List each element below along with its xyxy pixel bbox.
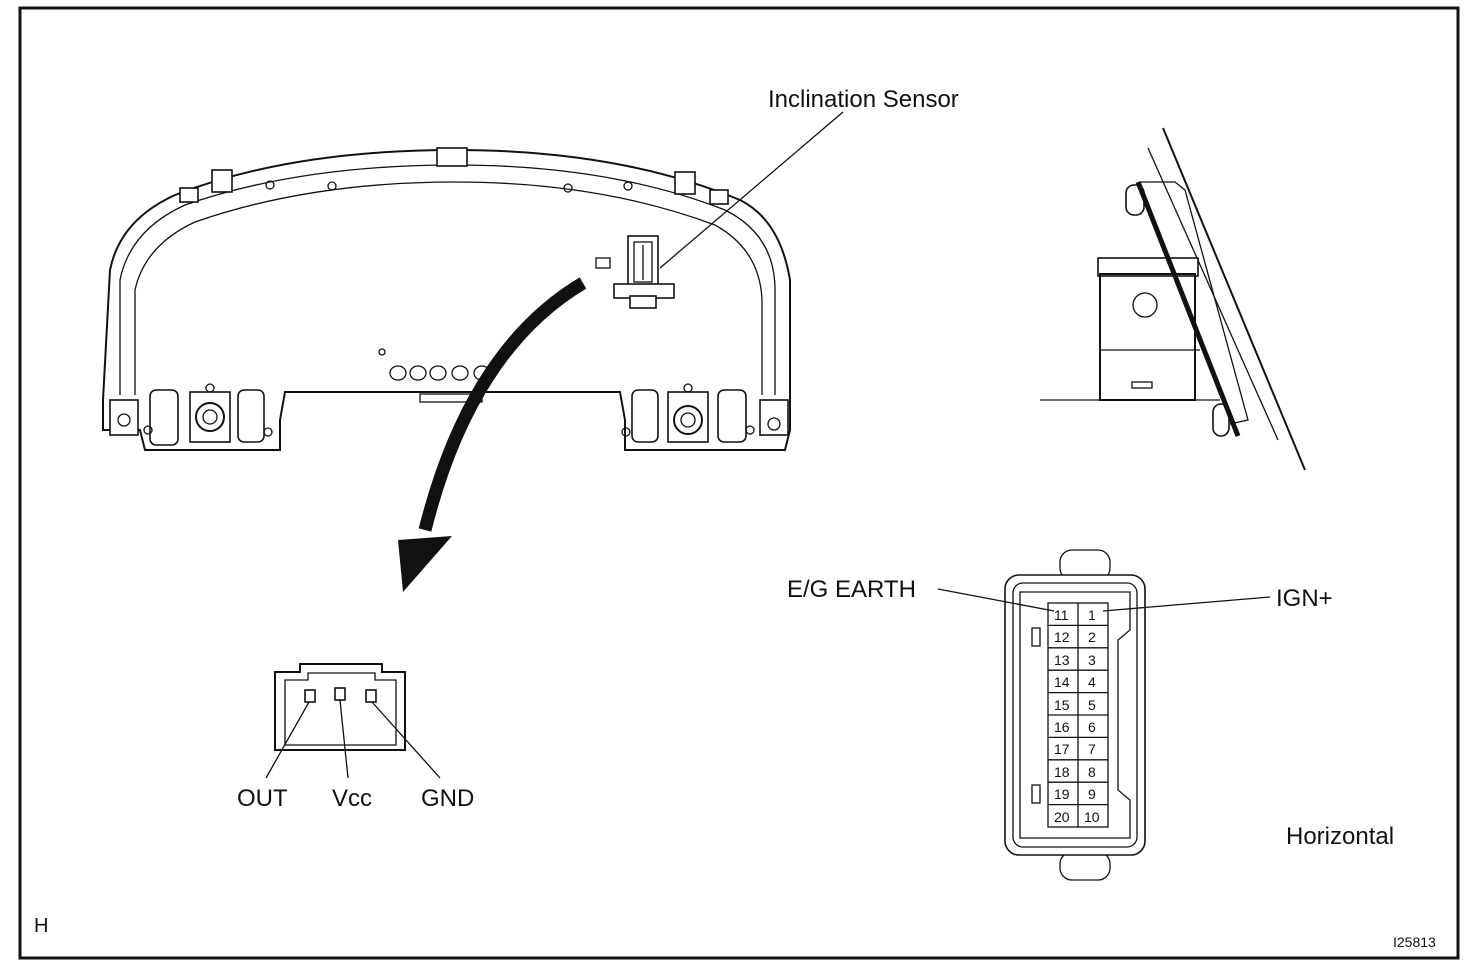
combination-meter-back-view xyxy=(102,147,791,451)
sensor-connector-3pin xyxy=(265,663,441,779)
pin-4: 4 xyxy=(1088,674,1096,690)
ign-plus-label: IGN+ xyxy=(1276,585,1333,612)
pin-17: 17 xyxy=(1054,741,1070,757)
meter-side-view xyxy=(1040,127,1306,471)
pin-12: 12 xyxy=(1054,629,1070,645)
pin-14: 14 xyxy=(1054,674,1070,690)
eg-earth-leader xyxy=(937,588,1055,612)
inclination-sensor-leader xyxy=(659,111,844,269)
pin-10: 10 xyxy=(1084,809,1100,825)
pin-2: 2 xyxy=(1088,629,1096,645)
pin-18: 18 xyxy=(1054,764,1070,780)
corner-h-label: H xyxy=(34,915,48,937)
detail-arrow xyxy=(398,277,587,592)
pin-8: 8 xyxy=(1088,764,1096,780)
pin-11: 11 xyxy=(1054,607,1069,623)
eg-earth-label: E/G EARTH xyxy=(787,576,916,603)
pin-20: 20 xyxy=(1054,809,1070,825)
pin-label-vcc: Vcc xyxy=(332,785,372,812)
inclination-sensor-label: Inclination Sensor xyxy=(768,86,959,113)
pin-1: 1 xyxy=(1088,607,1096,623)
pin-6: 6 xyxy=(1088,719,1096,735)
ign-plus-leader xyxy=(1102,596,1271,612)
figure-code: I25813 xyxy=(1393,934,1436,950)
pin-15: 15 xyxy=(1054,697,1070,713)
pin-5: 5 xyxy=(1088,697,1096,713)
pin-9: 9 xyxy=(1088,786,1096,802)
meter-connector-20pin: 11 12 13 14 15 16 17 18 19 20 1 2 3 4 5 … xyxy=(1004,549,1146,881)
pin-7: 7 xyxy=(1088,741,1096,757)
figure-border xyxy=(18,6,1460,960)
pin-13: 13 xyxy=(1054,652,1070,668)
horizontal-label: Horizontal xyxy=(1286,823,1394,850)
pin-3: 3 xyxy=(1088,652,1096,668)
pin-label-out: OUT xyxy=(237,785,288,812)
pin-16: 16 xyxy=(1054,719,1070,735)
pin-label-gnd: GND xyxy=(421,785,474,812)
inclination-sensor-part xyxy=(613,235,675,309)
pin-19: 19 xyxy=(1054,786,1070,802)
